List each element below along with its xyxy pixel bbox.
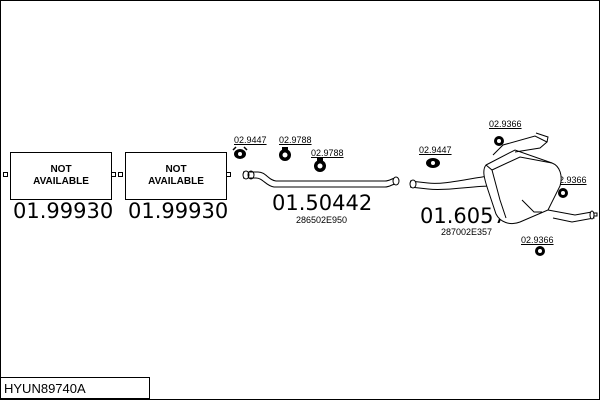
not-available-box-2: NOT AVAILABLE: [125, 152, 227, 200]
reference-code: HYUN89740A: [0, 377, 150, 399]
rear-silencer: [409, 132, 595, 225]
clamp-label-b: 02.9788: [311, 148, 344, 158]
gasket-label-a: 02.9447: [234, 135, 267, 145]
connector-left-1: [3, 172, 8, 177]
gasket-label-b: 02.9447: [419, 145, 452, 155]
clamp-icon: [279, 147, 291, 161]
hanger-icon: [558, 188, 568, 198]
hanger-icon: [535, 246, 545, 256]
connector-right-2: [226, 172, 231, 177]
hanger-label-top: 02.9366: [489, 119, 522, 129]
na-line2: AVAILABLE: [33, 176, 89, 187]
na-line1: NOT: [50, 164, 72, 175]
hanger-icon: [494, 136, 504, 146]
na-line1: NOT: [165, 164, 187, 175]
clamp-label-a: 02.9788: [279, 135, 312, 145]
part-number-section-3: 01.50442: [272, 191, 373, 215]
gasket-icon: [232, 146, 248, 159]
hanger-label-bottom: 02.9366: [521, 235, 554, 245]
part-number-section-1: 01.99930: [13, 199, 114, 223]
na-line2: AVAILABLE: [148, 176, 204, 187]
connector-right-1: [111, 172, 116, 177]
not-available-box-1: NOT AVAILABLE: [10, 152, 112, 200]
connector-left-2: [118, 172, 123, 177]
oem-number-section-3: 286502E950: [296, 215, 348, 225]
part-number-section-2: 01.99930: [128, 199, 229, 223]
connector-end: [593, 212, 598, 217]
gasket-icon: [426, 158, 440, 168]
oem-number-section-4: 287002E357: [441, 227, 493, 237]
intermediate-pipe: [242, 170, 400, 188]
clamp-icon: [314, 158, 326, 172]
hanger-label-right: 02.9366: [554, 175, 587, 185]
